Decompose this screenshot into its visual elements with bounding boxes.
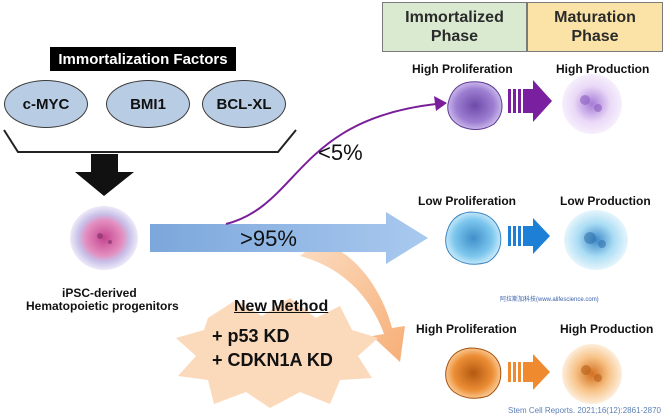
row1-immortalized-label: High Proliferation bbox=[412, 62, 513, 76]
immortalized-phase-header: Immortalized Phase bbox=[382, 2, 527, 52]
row3-arrow bbox=[523, 354, 550, 390]
row3-immortalized-cell bbox=[445, 347, 502, 399]
source-cell bbox=[70, 206, 138, 270]
row1-maturation-cell bbox=[562, 74, 622, 134]
row2-maturation-cell bbox=[564, 210, 628, 270]
factors-bracket bbox=[3, 129, 297, 153]
row1-stripe-3 bbox=[518, 89, 521, 113]
immortalized-phase-label: Immortalized Phase bbox=[405, 9, 504, 45]
watermark: 阿拉斯加科技(www.alifescience.com) bbox=[500, 297, 599, 303]
source-label-line1: iPSC-derived bbox=[62, 286, 137, 300]
row2-immortalized-cell bbox=[445, 211, 502, 265]
row3-immortalized-label: High Proliferation bbox=[416, 322, 517, 336]
row1-stripe-1 bbox=[508, 89, 511, 113]
row3-maturation-cell bbox=[562, 344, 622, 404]
main-percent: >95% bbox=[240, 226, 297, 251]
immortalization-factors-title: Immortalization Factors bbox=[50, 47, 236, 71]
new-method-line1: + p53 KD bbox=[212, 326, 290, 346]
row2-stripe-2 bbox=[513, 226, 516, 246]
row3-stripe-2 bbox=[513, 362, 516, 382]
row2-maturation-label: Low Production bbox=[560, 194, 651, 208]
row3-stripe-3 bbox=[518, 362, 521, 382]
new-method-line2: + CDKN1A KD bbox=[212, 350, 333, 370]
factor-c-myc: c-MYC bbox=[4, 80, 88, 128]
source-label-line2: Hematopoietic progenitors bbox=[26, 299, 179, 313]
new-method-burst bbox=[176, 298, 378, 408]
citation: Stem Cell Reports. 2021;16(12):2861-2870 bbox=[508, 406, 661, 415]
row2-arrow bbox=[523, 218, 550, 254]
row3-stripe-1 bbox=[508, 362, 511, 382]
maturation-phase-label: Maturation Phase bbox=[554, 9, 636, 45]
row1-maturation-label: High Production bbox=[556, 62, 650, 76]
purple-curve bbox=[225, 103, 437, 225]
row1-stripe-2 bbox=[513, 89, 516, 113]
row1-immortalized-cell bbox=[447, 81, 503, 130]
factor-bmi1: BMI1 bbox=[106, 80, 190, 128]
new-method-title: New Method bbox=[234, 298, 329, 315]
maturation-phase-header: Maturation Phase bbox=[527, 2, 663, 52]
down-arrow bbox=[75, 154, 134, 196]
row3-maturation-label: High Production bbox=[560, 322, 654, 336]
factor-bcl-xl: BCL-XL bbox=[202, 80, 286, 128]
row2-stripe-1 bbox=[508, 226, 511, 246]
row2-immortalized-label: Low Proliferation bbox=[418, 194, 517, 208]
row2-stripe-3 bbox=[518, 226, 521, 246]
main-arrow bbox=[150, 212, 428, 264]
row1-arrow bbox=[523, 80, 552, 122]
upper-percent: <5% bbox=[318, 140, 363, 165]
purple-curve-head bbox=[434, 96, 447, 111]
orange-curved-arrow bbox=[300, 242, 405, 362]
